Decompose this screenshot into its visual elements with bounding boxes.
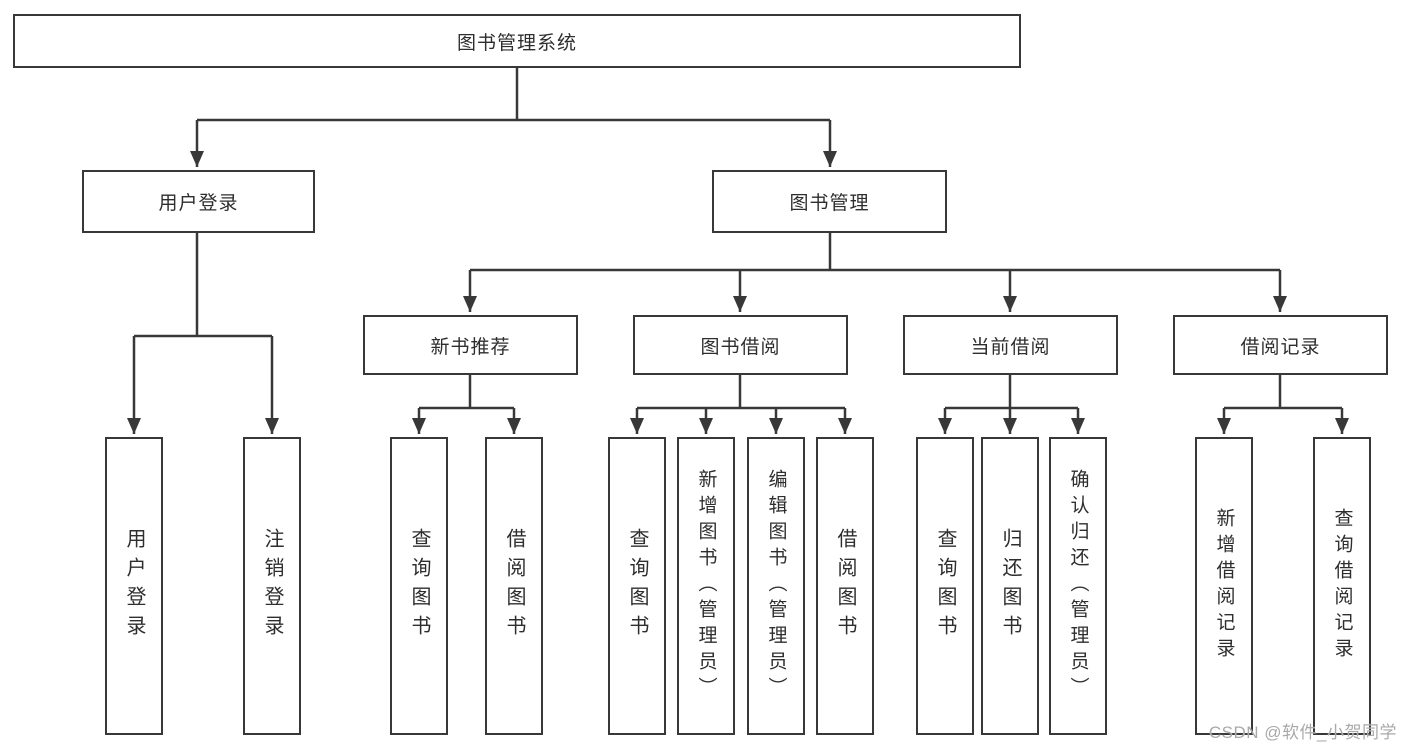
leaf-add-borrow-record: 新增借阅记录 (1195, 437, 1253, 735)
csdn-watermark: CSDN @软件_小贺同学 (1208, 723, 1397, 742)
node-new-book-recommend: 新书推荐 (363, 315, 578, 375)
leaf-borrow-books: 借阅图书 (816, 437, 874, 735)
node-current-borrow: 当前借阅 (903, 315, 1118, 375)
leaf-borrow-books-recommend: 借阅图书 (485, 437, 543, 735)
node-book-management: 图书管理 (712, 170, 947, 233)
leaf-user-login: 用户登录 (105, 437, 163, 735)
node-borrow-records: 借阅记录 (1173, 315, 1388, 375)
leaf-query-borrow-record: 查询借阅记录 (1313, 437, 1371, 735)
leaf-query-books-current: 查询图书 (916, 437, 974, 735)
leaf-query-books-recommend: 查询图书 (390, 437, 448, 735)
node-book-borrow: 图书借阅 (633, 315, 848, 375)
node-user-login: 用户登录 (82, 170, 315, 233)
leaf-edit-book-admin: 编辑图书（管理员） (747, 437, 805, 735)
leaf-logout: 注销登录 (243, 437, 301, 735)
node-library-management-system: 图书管理系统 (13, 14, 1021, 68)
leaf-confirm-return-admin: 确认归还（管理员） (1049, 437, 1107, 735)
leaf-return-book: 归还图书 (981, 437, 1039, 735)
leaf-query-books-borrow: 查询图书 (608, 437, 666, 735)
leaf-add-book-admin: 新增图书（管理员） (677, 437, 735, 735)
